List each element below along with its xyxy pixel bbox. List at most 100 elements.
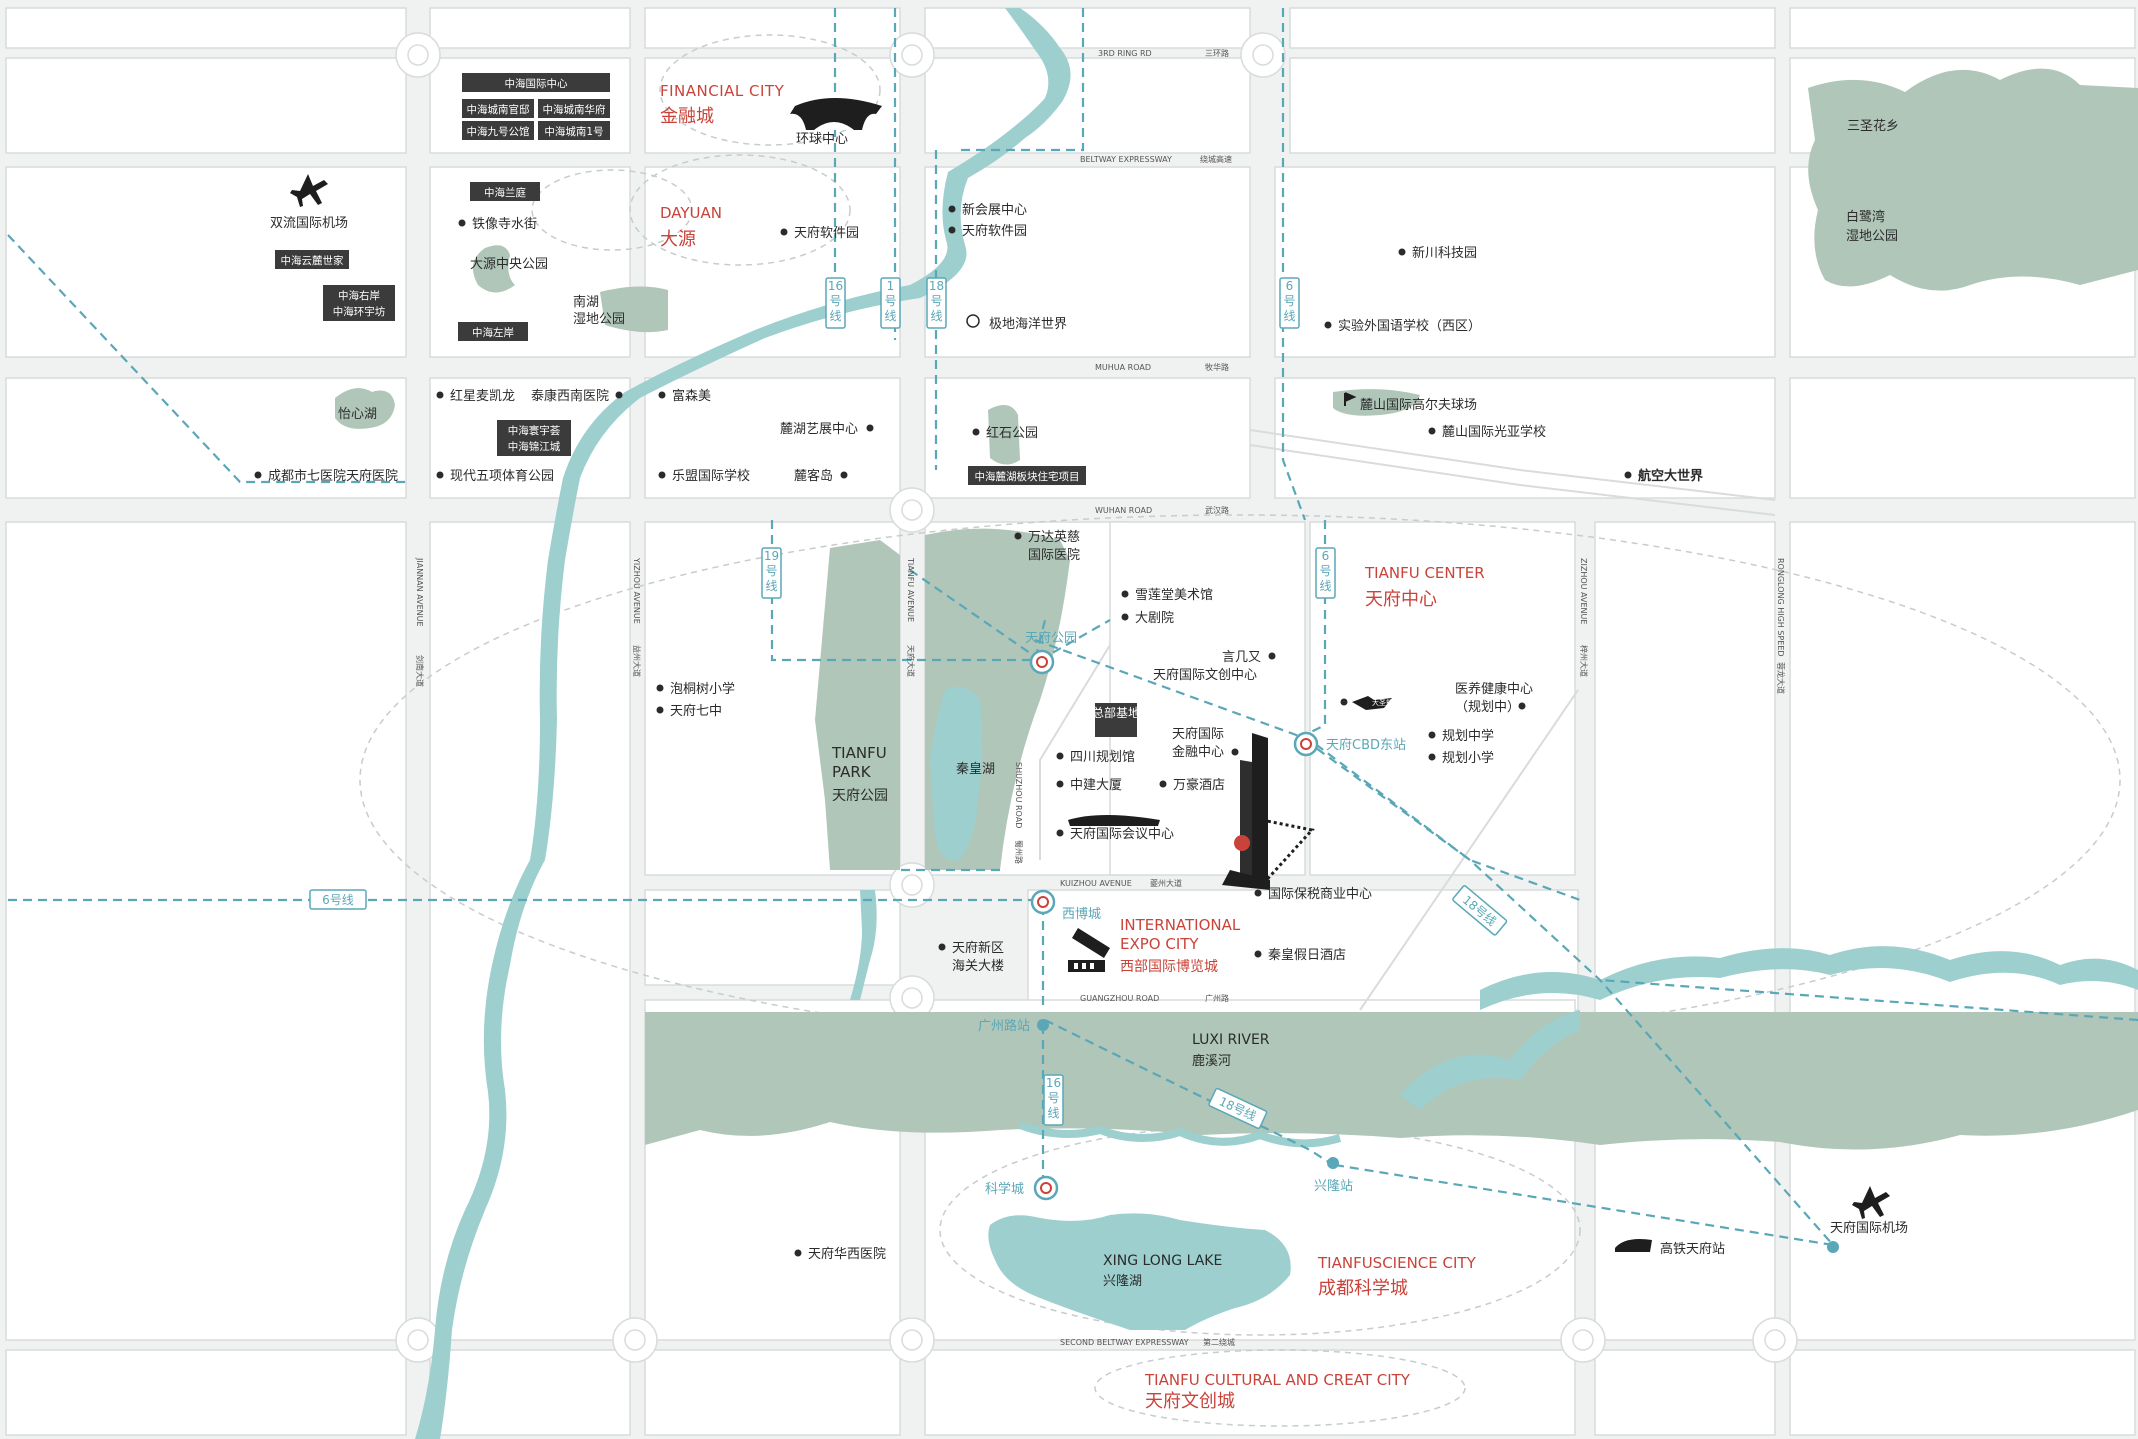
district-science-city[interactable]: TIANFUSCIENCE CITY 成都科学城: [1317, 1254, 1477, 1299]
global-center-icon: [790, 98, 882, 130]
svg-text:湿地公园: 湿地公园: [1846, 229, 1898, 244]
district-luxi-river[interactable]: LUXI RIVER 鹿溪河: [1192, 1032, 1270, 1069]
metro-badge-l16a[interactable]: 16 号 线: [825, 277, 846, 329]
svg-text:麓湖艺展中心: 麓湖艺展中心: [780, 422, 858, 437]
road-label: ZIZHOU AVENUE: [1579, 558, 1588, 624]
svg-text:号: 号: [1319, 564, 1331, 578]
road-label: 益州大道: [632, 645, 642, 677]
svg-text:高铁天府站: 高铁天府站: [1660, 1241, 1725, 1257]
label-nan-hua-fu: 中海城南华府: [543, 103, 606, 116]
road-label: RONGLONG HIGH SPEED: [1776, 558, 1785, 657]
svg-text:TIANFU CULTURAL AND CREAT CITY: TIANFU CULTURAL AND CREAT CITY: [1144, 1371, 1411, 1389]
poi-lushan-golf[interactable]: 麓山国际高尔夫球场: [1344, 392, 1477, 413]
svg-text:西部国际博览城: 西部国际博览城: [1120, 958, 1218, 975]
creek-water: [850, 890, 877, 1000]
svg-text:湿地公园: 湿地公园: [573, 312, 625, 327]
station-label: 兴隆站: [1314, 1179, 1353, 1194]
poi-dasheng[interactable]: 大圣熊: [1340, 696, 1394, 710]
station-label: 科学城: [985, 1181, 1024, 1197]
hq-base-label[interactable]: 总部基地: [1092, 703, 1140, 737]
label-huan-yu-hui: 中海寰宇荟: [508, 424, 561, 437]
svg-text:雪莲堂美术馆: 雪莲堂美术馆: [1135, 588, 1213, 603]
district-financial-city[interactable]: FINANCIAL CITY 金融城: [660, 82, 785, 127]
metro-badge-l6b[interactable]: 6 号 线: [1315, 547, 1336, 599]
metro-badge-l6a[interactable]: 6 号 线: [1279, 277, 1300, 329]
label-you-an: 中海右岸: [338, 289, 380, 302]
station-cbd-east[interactable]: 天府CBD东站: [1293, 731, 1406, 757]
station-xinglong[interactable]: 兴隆站: [1314, 1157, 1353, 1194]
district-expo-city[interactable]: INTERNATIONAL EXPO CITY 西部国际博览城: [1120, 916, 1241, 975]
city-blocks: [5, 7, 2136, 1436]
svg-text:新川科技园: 新川科技园: [1412, 245, 1477, 261]
metro-badge-l18a[interactable]: 18 号 线: [926, 277, 947, 329]
metro-badge-l1[interactable]: 1 号 线: [880, 277, 901, 329]
poi-polar-ocean[interactable]: 极地海洋世界: [966, 314, 1067, 332]
svg-text:16: 16: [828, 279, 843, 293]
station-label: 西博城: [1062, 907, 1101, 922]
global-center-label: 环球中心: [796, 132, 848, 147]
metro-badge-l19[interactable]: 19 号 线: [761, 547, 782, 599]
svg-text:金融中心: 金融中心: [1172, 744, 1224, 760]
luxi-green: [645, 1012, 2138, 1150]
svg-text:线: 线: [1047, 1106, 1059, 1120]
district-xinglong-lake[interactable]: XING LONG LAKE 兴隆湖: [1103, 1253, 1222, 1289]
svg-text:号: 号: [930, 294, 942, 308]
svg-text:PARK: PARK: [832, 763, 872, 781]
svg-text:6: 6: [1286, 279, 1294, 293]
station-kexue[interactable]: 科学城: [985, 1175, 1059, 1201]
nanhu-green: [600, 286, 668, 333]
metro-stations[interactable]: 天府公园 天府CBD东站 西博城 广州路站 科学城 兴隆站: [978, 631, 1839, 1253]
svg-text:线: 线: [829, 309, 841, 323]
svg-text:麓山国际光亚学校: 麓山国际光亚学校: [1442, 424, 1546, 440]
district-tianfu-park[interactable]: TIANFU PARK 天府公园: [831, 744, 888, 804]
qinhuang-lake-label: 秦皇湖: [956, 762, 995, 777]
svg-text:号: 号: [765, 564, 777, 578]
station-guangzhou-rd[interactable]: 广州路站: [978, 1018, 1049, 1034]
metro-badge-l6h[interactable]: 6号线: [309, 889, 367, 910]
svg-text:大源: 大源: [660, 229, 696, 250]
district-tianfu-center[interactable]: TIANFU CENTER 天府中心: [1364, 564, 1485, 610]
poi-shuangliu-airport[interactable]: 双流国际机场: [270, 174, 348, 231]
svg-text:金融城: 金融城: [660, 106, 714, 127]
metro-badge-l16b[interactable]: 16 号 线: [1043, 1074, 1064, 1126]
district-dayuan[interactable]: DAYUAN 大源: [660, 204, 722, 250]
svg-text:大剧院: 大剧院: [1135, 611, 1174, 626]
station-xibo[interactable]: 西博城: [1030, 889, 1101, 922]
train-icon: [1615, 1239, 1652, 1252]
svg-text:国际保税商业中心: 国际保税商业中心: [1268, 887, 1372, 902]
tianfu-park-green-1: [815, 540, 900, 870]
svg-text:线: 线: [1319, 579, 1331, 593]
svg-text:实验外国语学校（西区）: 实验外国语学校（西区）: [1338, 318, 1481, 334]
jinjiang-river: [415, 8, 1071, 1439]
poi-tianfu-airport[interactable]: 天府国际机场: [1830, 1186, 1908, 1236]
metro-line-badges[interactable]: 16 号 线 1 号 线 18 号 线 6 号 线 19 号 线: [309, 277, 1508, 1129]
svg-text:铁像寺水街: 铁像寺水街: [472, 217, 537, 232]
poi-labels[interactable]: 双流国际机场 天府国际机场 高铁天府站 铁像寺水街 大源中央公园 南湖 湿地公园…: [254, 118, 1909, 1262]
svg-text:FINANCIAL CITY: FINANCIAL CITY: [660, 82, 785, 100]
svg-text:大圣熊: 大圣熊: [1372, 698, 1393, 707]
svg-text:鹿溪河: 鹿溪河: [1192, 1053, 1231, 1069]
airplane-icon: [290, 174, 328, 207]
svg-text:号: 号: [1283, 294, 1295, 308]
station-tianfu-park[interactable]: 天府公园: [1025, 631, 1077, 675]
svg-text:成都市七医院天府医院: 成都市七医院天府医院: [268, 468, 398, 484]
svg-text:大源中央公园: 大源中央公园: [470, 257, 548, 272]
svg-text:XING LONG LAKE: XING LONG LAKE: [1103, 1253, 1222, 1269]
district-cultural-city[interactable]: TIANFU CULTURAL AND CREAT CITY 天府文创城: [1144, 1371, 1411, 1412]
road-label: WUHAN ROAD: [1095, 506, 1152, 515]
road-label: 广州路: [1205, 993, 1229, 1003]
ocean-icon: [966, 314, 980, 328]
airplane-icon: [1852, 1186, 1890, 1219]
water-bodies: [415, 8, 2138, 1439]
svg-text:怡心湖: 怡心湖: [338, 407, 377, 422]
svg-text:现代五项体育公园: 现代五项体育公园: [450, 468, 554, 484]
road-label: SECOND BELTWAY EXPRESSWAY: [1060, 1338, 1189, 1347]
developer-labels[interactable]: 中海国际中心 中海城南官邸 中海城南华府 中海九号公馆 中海城南1号 中海兰庭 …: [275, 73, 1086, 485]
svg-text:泰康西南医院: 泰康西南医院: [531, 388, 609, 404]
road-label: 梓州大道: [1579, 645, 1589, 677]
sansheng-green: [1808, 68, 2138, 291]
road-label: MUHUA ROAD: [1095, 363, 1151, 372]
poi-hsr-station[interactable]: 高铁天府站: [1615, 1239, 1725, 1257]
svg-text:中建大厦: 中建大厦: [1070, 778, 1122, 793]
